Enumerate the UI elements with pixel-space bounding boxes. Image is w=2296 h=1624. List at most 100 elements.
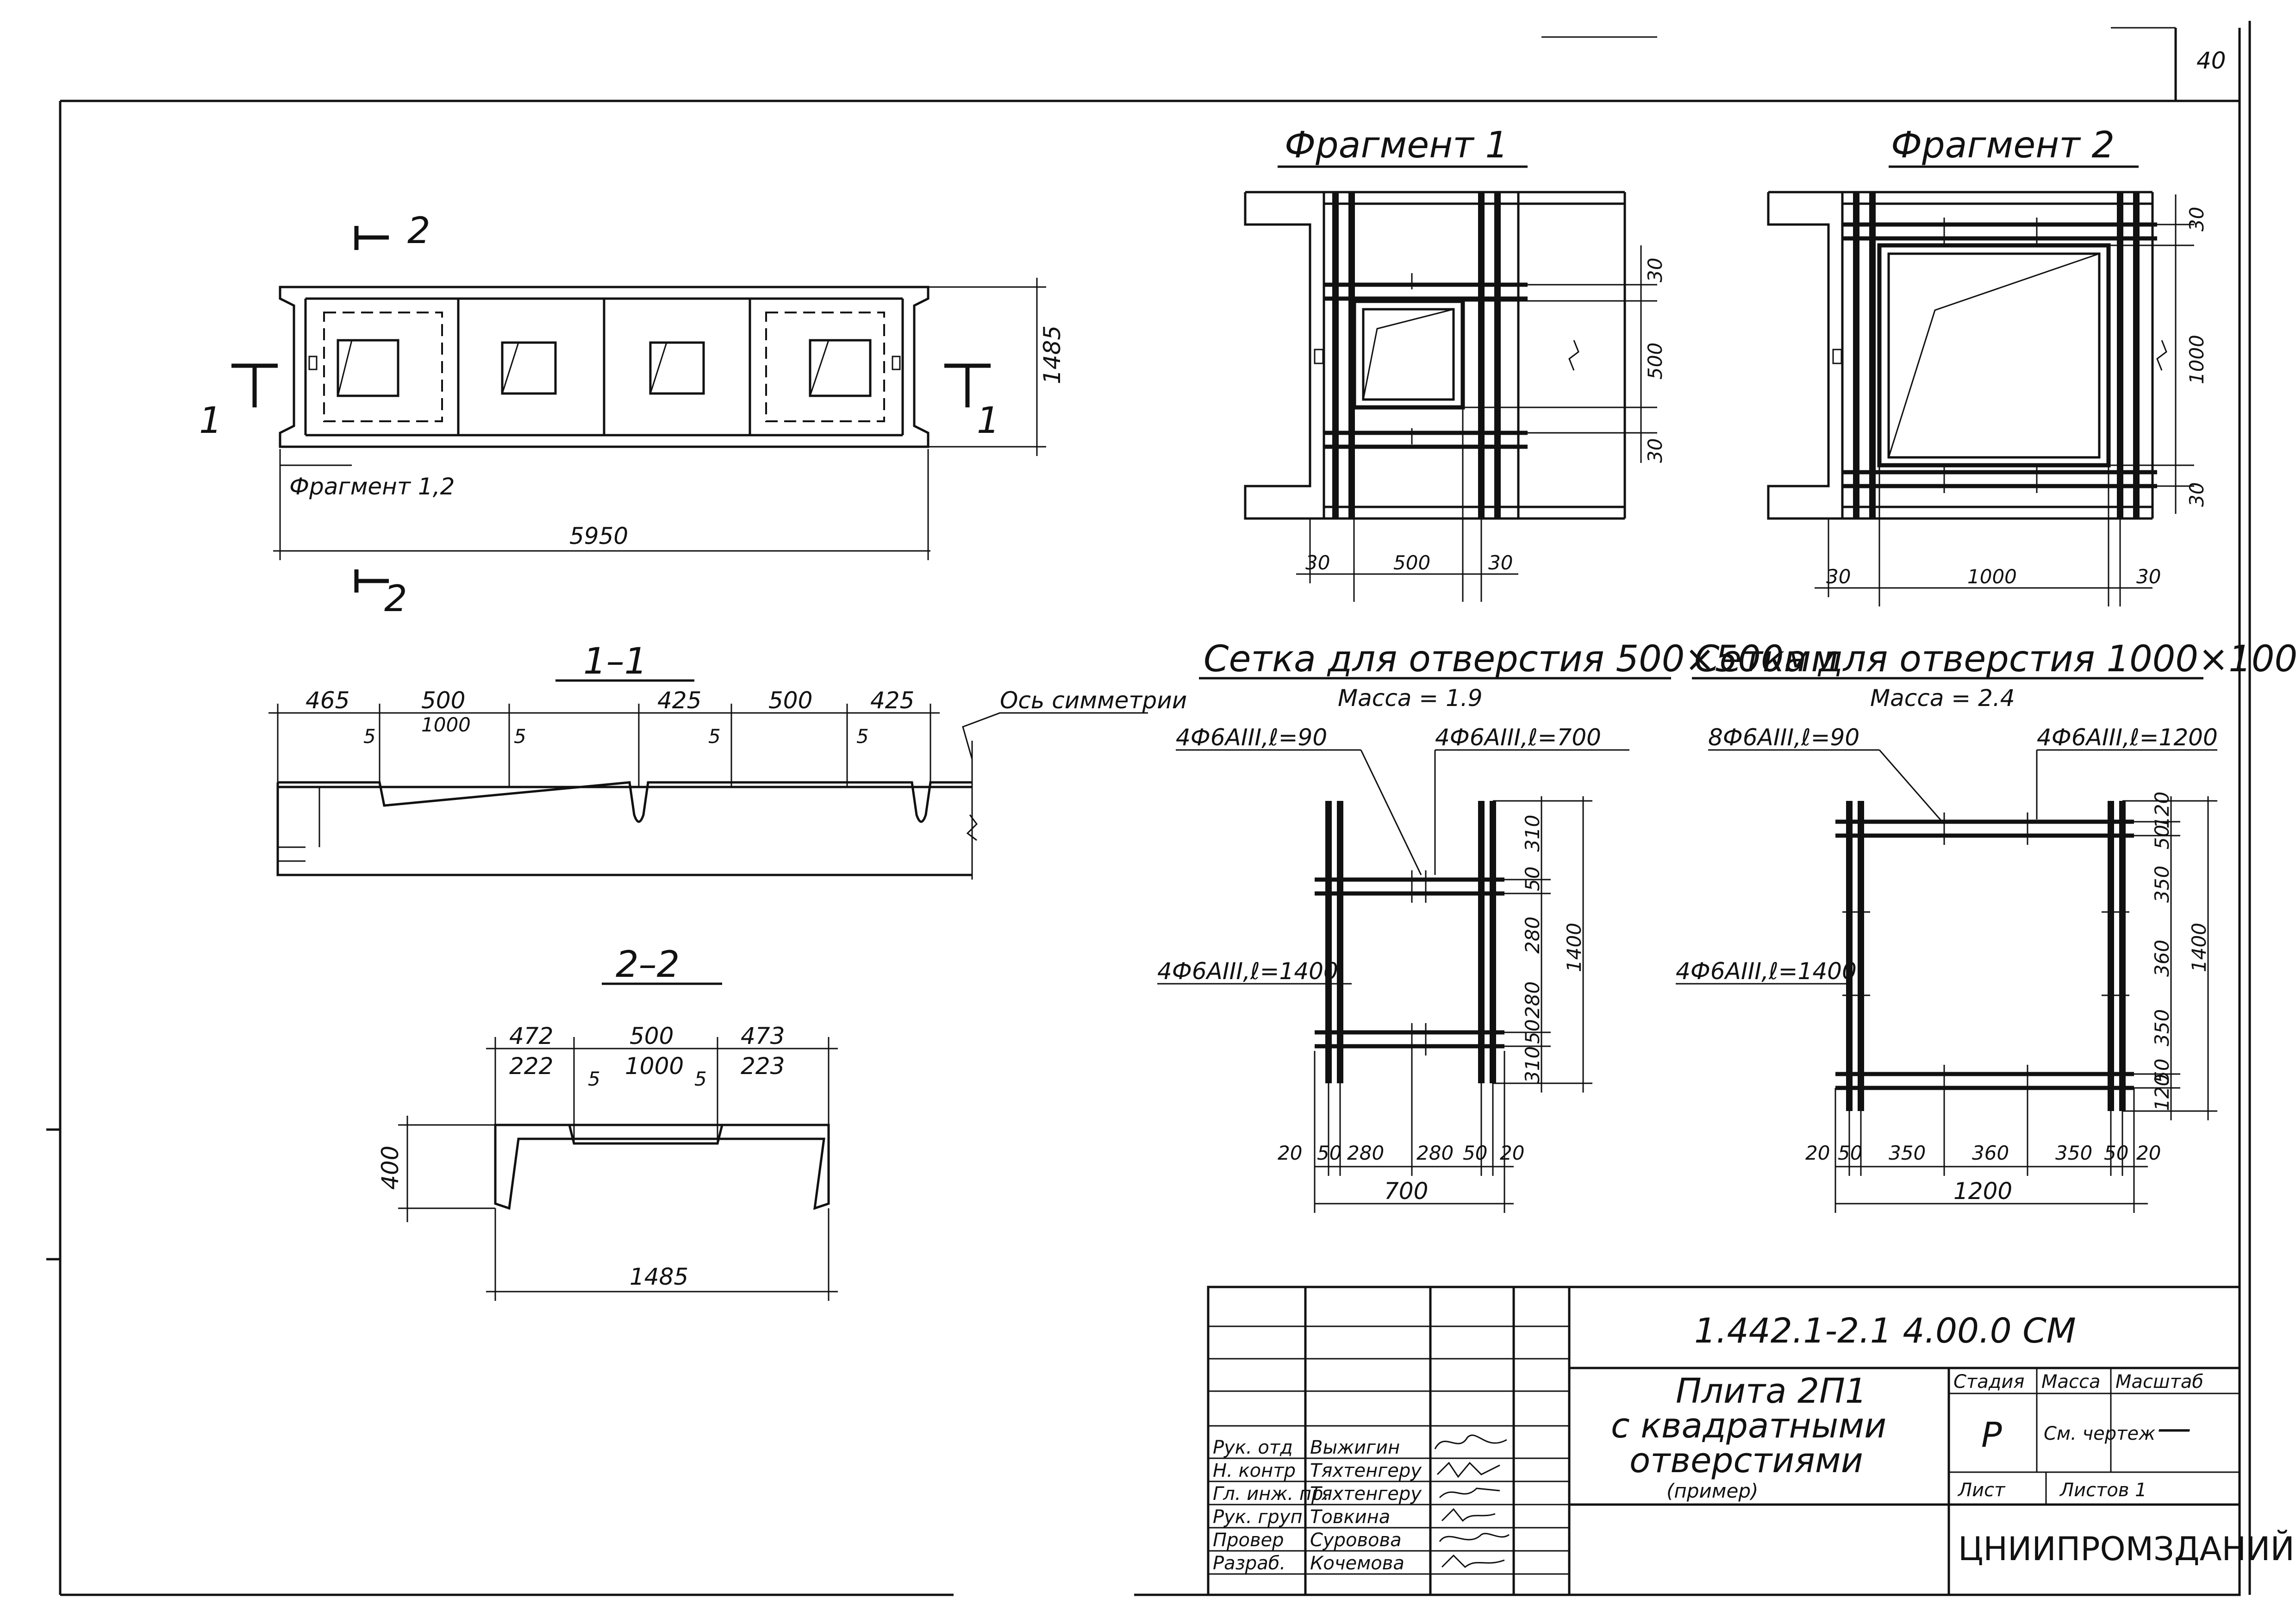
fragment-2-dim-r2: 1000	[2185, 335, 2208, 384]
section-1-1-rib-4: 5	[856, 725, 869, 748]
section-1-1-dim-4: 500	[768, 687, 812, 714]
fragment-1-dim-b3: 30	[1488, 551, 1513, 574]
axis-of-symmetry-note: Ось симметрии	[1000, 687, 1187, 714]
mesh-2-total-right: 1400	[2188, 923, 2210, 972]
section-mark-2-bottom: 2	[384, 578, 407, 620]
role-6: Разраб.	[1213, 1553, 1285, 1574]
plan-width-dim: 1485	[1039, 325, 1066, 384]
mesh-1-dim-b6: 20	[1500, 1142, 1524, 1164]
name-6: Кочемова	[1310, 1553, 1404, 1574]
section-1-1-rib-2: 5	[514, 725, 526, 748]
item-name-line-1: Плита 2П1	[1676, 1371, 1867, 1411]
mesh-2-label-a: 8Ф6АIII,ℓ=90	[1708, 724, 1859, 751]
mesh-1-label-b: 4Ф6АIII,ℓ=700	[1435, 724, 1601, 751]
sheet-frame	[46, 21, 2251, 1596]
sheet-number: 40	[2196, 47, 2226, 74]
name-5: Суровова	[1310, 1530, 1402, 1551]
mass-header: Масса	[2041, 1371, 2101, 1393]
fragment-2-dim-b2: 1000	[1967, 565, 2017, 588]
fragment-2-dim-b1: 30	[1826, 565, 1851, 588]
mesh-2-dim-r5: 350	[2151, 1009, 2173, 1046]
signature-1	[1434, 1434, 1507, 1449]
mesh-1-dim-r6: 310	[1521, 1046, 1544, 1083]
mesh-2-dim-r6: 50	[2151, 1059, 2173, 1083]
section-1-1-dim-1: 465	[306, 687, 349, 714]
fragment-2-dim-r1: 30	[2185, 207, 2208, 231]
fragment-1-dim-r1: 30	[1644, 258, 1666, 282]
section-2-2-dim-1-alt: 222	[509, 1053, 553, 1080]
section-2-2-rib-1: 5	[588, 1068, 600, 1090]
mesh-1-mass: Масса = 1.9	[1338, 685, 1483, 712]
mesh-2-dim-b7: 20	[2136, 1142, 2161, 1164]
section-1-1-dim-5: 425	[870, 687, 914, 714]
section-2-2-dim-3-alt: 223	[741, 1053, 785, 1080]
section-mark-1-right: 1	[977, 400, 1000, 442]
section-1-1-dim-3: 425	[657, 687, 701, 714]
mesh-2-dim-b3: 350	[1889, 1142, 1926, 1164]
name-2: Тяхтенгеру	[1310, 1460, 1422, 1481]
mesh-2-dim-b4: 360	[1972, 1142, 2009, 1164]
mesh-1-dim-b3: 280	[1347, 1142, 1384, 1164]
signature-3	[1439, 1487, 1500, 1499]
plan-view: 2 2 1 1 Фрагмент 1,2 5950 1485	[199, 210, 1066, 620]
mesh-1-label-c: 4Ф6АIII,ℓ=1400	[1157, 958, 1338, 985]
section-2-2-dim-2: 500	[630, 1023, 674, 1049]
mesh-2-dim-r3: 350	[2151, 866, 2173, 903]
section-1-1-dim-2: 500	[421, 687, 465, 714]
name-1: Выжигин	[1310, 1437, 1400, 1458]
mesh-2-dim-r7: 120	[2151, 1074, 2173, 1111]
mesh-2-label-b: 4Ф6АIII,ℓ=1200	[2037, 724, 2218, 751]
mesh-1-total-bottom: 700	[1384, 1178, 1428, 1205]
item-name-line-4: (пример)	[1666, 1480, 1758, 1502]
fragment-1: Фрагмент 1 30 500 30 30	[1244, 125, 1666, 602]
fragment-1-title: Фрагмент 1	[1285, 125, 1508, 166]
mesh-1-dim-b4: 280	[1416, 1142, 1454, 1164]
mesh-2-dim-r4: 360	[2151, 940, 2173, 977]
mesh-2-dim-b5: 350	[2055, 1142, 2092, 1164]
signature-6	[1441, 1554, 1505, 1568]
role-4: Рук. груп	[1213, 1506, 1303, 1528]
mesh-500: Сетка для отверстия 500×500мм Масса = 1.…	[1157, 638, 1838, 1213]
fragment-2-title: Фрагмент 2	[1891, 125, 2115, 166]
mesh-2-title: Сетка для отверстия 1000×1000мм	[1694, 638, 2296, 680]
fragment-1-dim-b2: 500	[1393, 551, 1430, 574]
section-2-2-rib-2: 5	[694, 1068, 707, 1090]
item-name-line-3: отверстиями	[1629, 1441, 1863, 1480]
mesh-1000: Сетка для отверстия 1000×1000мм Масса = …	[1676, 638, 2296, 1213]
mesh-1-dim-b2: 50	[1317, 1142, 1341, 1164]
section-1-1: 1–1 465 500 1000 425 500 425 5 5 5 5 Ось…	[268, 641, 1187, 880]
mesh-2-mass: Масса = 2.4	[1870, 685, 2015, 712]
fragment-1-dim-r3: 30	[1644, 438, 1666, 463]
title-block: 1.442.1-2.1 4.00.0 СМ Плита 2П1 с квадра…	[1207, 1286, 2295, 1596]
section-1-1-rib-3: 5	[708, 725, 721, 748]
name-3: Тяхтенгеру	[1310, 1483, 1422, 1505]
section-2-2-title: 2–2	[616, 944, 680, 986]
mesh-1-dim-b1: 20	[1278, 1142, 1302, 1164]
section-2-2-dim-3: 473	[741, 1023, 785, 1049]
mesh-2-dim-b6: 50	[2104, 1142, 2128, 1164]
mesh-1-dim-r1: 310	[1521, 815, 1544, 852]
signature-4	[1441, 1508, 1496, 1522]
section-mark-2-top: 2	[407, 210, 430, 252]
mesh-2-dim-r1: 120	[2151, 792, 2173, 829]
fragment-2-dim-r3: 30	[2185, 482, 2208, 507]
mesh-2-dim-b2: 50	[1838, 1142, 1862, 1164]
section-1-1-title: 1–1	[583, 641, 647, 682]
section-2-2-dim-2-alt: 1000	[625, 1053, 684, 1080]
section-1-1-dim-alt: 1000	[421, 713, 471, 736]
fragment-2-dim-b3: 30	[2136, 565, 2161, 588]
mass-value: См. чертеж	[2044, 1423, 2155, 1444]
role-1: Рук. отд	[1213, 1437, 1293, 1458]
mesh-2-dim-b1: 20	[1805, 1142, 1830, 1164]
section-2-2-height-dim: 400	[377, 1146, 404, 1190]
mesh-1-label-a: 4Ф6АIII,ℓ=90	[1176, 724, 1327, 751]
fragment-1-dim-r2: 500	[1644, 343, 1666, 380]
section-2-2-width-dim: 1485	[630, 1263, 688, 1290]
sheet-label: Лист	[1957, 1480, 2006, 1501]
section-2-2-dim-1: 472	[509, 1023, 553, 1049]
signature-5	[1439, 1533, 1510, 1542]
role-5: Провер	[1213, 1530, 1284, 1551]
scale-value: —	[2157, 1408, 2191, 1448]
mesh-2-dim-r2: 50	[2151, 825, 2173, 849]
